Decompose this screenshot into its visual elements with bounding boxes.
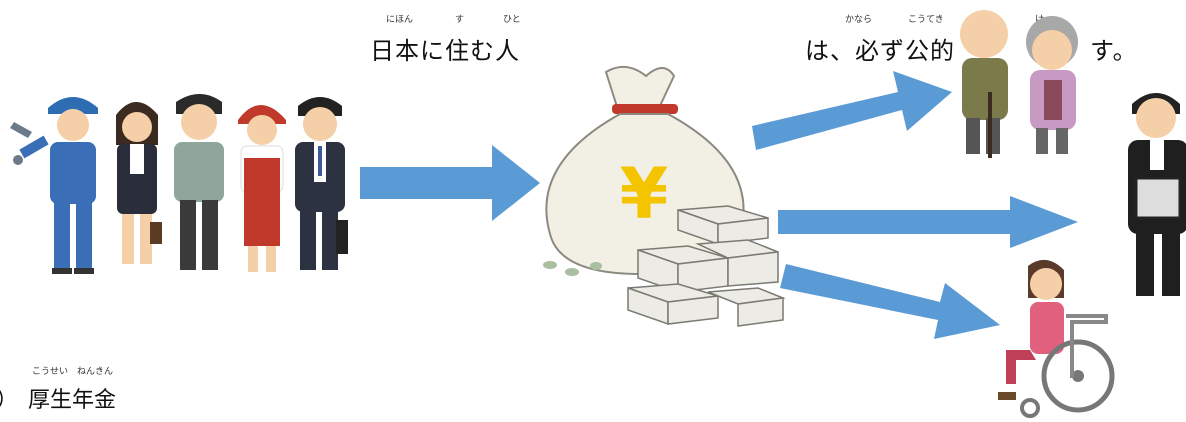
- worker-business-man-icon: [295, 97, 348, 270]
- elderly-woman-icon: [1026, 16, 1078, 154]
- worker-shop-woman-icon: [238, 105, 286, 272]
- label-kousei-nenkin: 厚生年金: [28, 388, 117, 413]
- worker-office-woman-icon: [116, 102, 162, 264]
- ruby-kousei-nenkin: こうせい ねんきん: [32, 367, 114, 377]
- wheelchair-user-icon: [998, 259, 1115, 418]
- workers-group-icon: [10, 94, 348, 274]
- ruby-su: す: [455, 15, 465, 25]
- banknote-stack-icon: [627, 205, 786, 327]
- list-marker: ）: [0, 382, 18, 414]
- ruby-kouteki: こうてき: [908, 15, 944, 25]
- worker-mechanic-icon: [10, 97, 98, 274]
- caption-must-join-end: す。: [1090, 37, 1138, 65]
- elderly-man-icon: [960, 10, 1008, 158]
- worker-senior-man-icon: [174, 94, 224, 270]
- caption-people-in-japan: 日本に住む人: [370, 37, 520, 65]
- ruby-kanara: かなら: [845, 15, 873, 25]
- ruby-hito: ひと: [503, 15, 521, 25]
- ruby-nihon: にほん: [386, 15, 414, 25]
- mourner-with-portrait-icon: [1128, 93, 1186, 296]
- yen-symbol: ¥: [620, 153, 669, 235]
- caption-must-join-start: は、必ず公的: [805, 37, 955, 65]
- elderly-couple-icon: [960, 10, 1078, 158]
